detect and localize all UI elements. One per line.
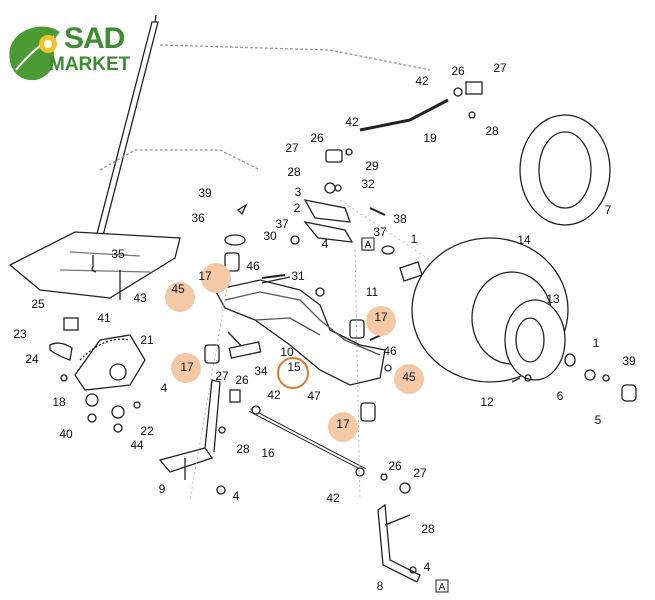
callout-28: 28 [485,124,499,138]
callout-39: 39 [622,354,636,368]
callout-43: 43 [133,291,147,305]
callout-39: 39 [198,186,212,200]
highlight-marker-17 [328,412,358,442]
callout-46: 46 [383,344,397,358]
callout-37: 37 [275,217,289,231]
callout-28: 28 [421,522,435,536]
callout-26: 26 [451,64,465,78]
callout-2: 2 [294,201,301,215]
callout-30: 30 [263,229,277,243]
callout-7: 7 [605,203,612,217]
callout-29: 29 [365,159,379,173]
callout-23: 23 [13,327,27,341]
callout-5: 5 [595,413,602,427]
callout-41: 41 [97,311,111,325]
reference-box [435,579,449,593]
callout-4: 4 [161,381,168,395]
callout-42: 42 [345,115,359,129]
callout-15: 15 [287,360,301,374]
callout-40: 40 [59,427,73,441]
callout-34: 34 [254,364,268,378]
callout-9: 9 [159,482,166,496]
callout-11: 11 [366,285,379,299]
callout-26: 26 [388,459,402,473]
callout-27: 27 [493,61,507,75]
callout-32: 32 [361,177,375,191]
callout-14: 14 [517,233,531,247]
highlight-marker-15 [277,357,309,389]
callout-31: 31 [291,269,305,283]
callout-16: 16 [261,446,275,460]
callout-12: 12 [480,395,494,409]
callout-28: 28 [236,442,250,456]
callout-17: 17 [374,310,388,324]
callout-45: 45 [171,282,185,296]
callout-44: 44 [130,438,144,452]
callout-1: 1 [411,232,418,246]
logo: SAD MARKET [2,20,130,90]
callout-6: 6 [557,389,564,403]
callout-10: 10 [280,345,294,359]
callout-47: 47 [307,389,321,403]
callout-4: 4 [322,237,329,251]
callout-13: 13 [546,292,560,306]
callout-26: 26 [310,131,324,145]
callout-26: 26 [235,373,249,387]
callout-25: 25 [31,297,45,311]
callout-3: 3 [295,185,302,199]
highlight-marker-17 [171,353,201,383]
callout-36: 36 [191,211,205,225]
callout-45: 45 [402,370,416,384]
callout-28: 28 [287,165,301,179]
reference-box [361,237,375,251]
callout-4: 4 [233,489,240,503]
callout-1: 1 [593,336,600,350]
callout-24: 24 [25,352,39,366]
callout-18: 18 [52,395,66,409]
callout-17: 17 [180,360,194,374]
callout-37: 37 [373,225,387,239]
logo-title: SAD [64,22,125,55]
callout-46: 46 [246,259,260,273]
highlight-marker-17 [366,306,396,336]
callout-42: 42 [267,388,281,402]
callout-42: 42 [415,74,429,88]
callout-19: 19 [423,131,437,145]
logo-subtitle: MARKET [49,54,131,75]
callout-27: 27 [285,141,299,155]
callout-38: 38 [393,212,407,226]
callout-8: 8 [377,579,384,593]
callout-42: 42 [326,491,340,505]
highlight-marker-45 [165,282,195,312]
callout-17: 17 [336,417,350,431]
callout-27: 27 [215,369,229,383]
callout-A: A [365,240,372,251]
leaf-gear-icon [9,26,60,81]
callout-21: 21 [140,333,154,347]
callout-35: 35 [111,247,125,261]
callout-17: 17 [198,269,212,283]
callout-4: 4 [424,560,431,574]
callout-22: 22 [140,424,154,438]
highlight-marker-17 [201,263,231,293]
callout-A: A [439,582,446,593]
highlight-marker-45 [394,364,424,394]
callout-27: 27 [413,466,427,480]
